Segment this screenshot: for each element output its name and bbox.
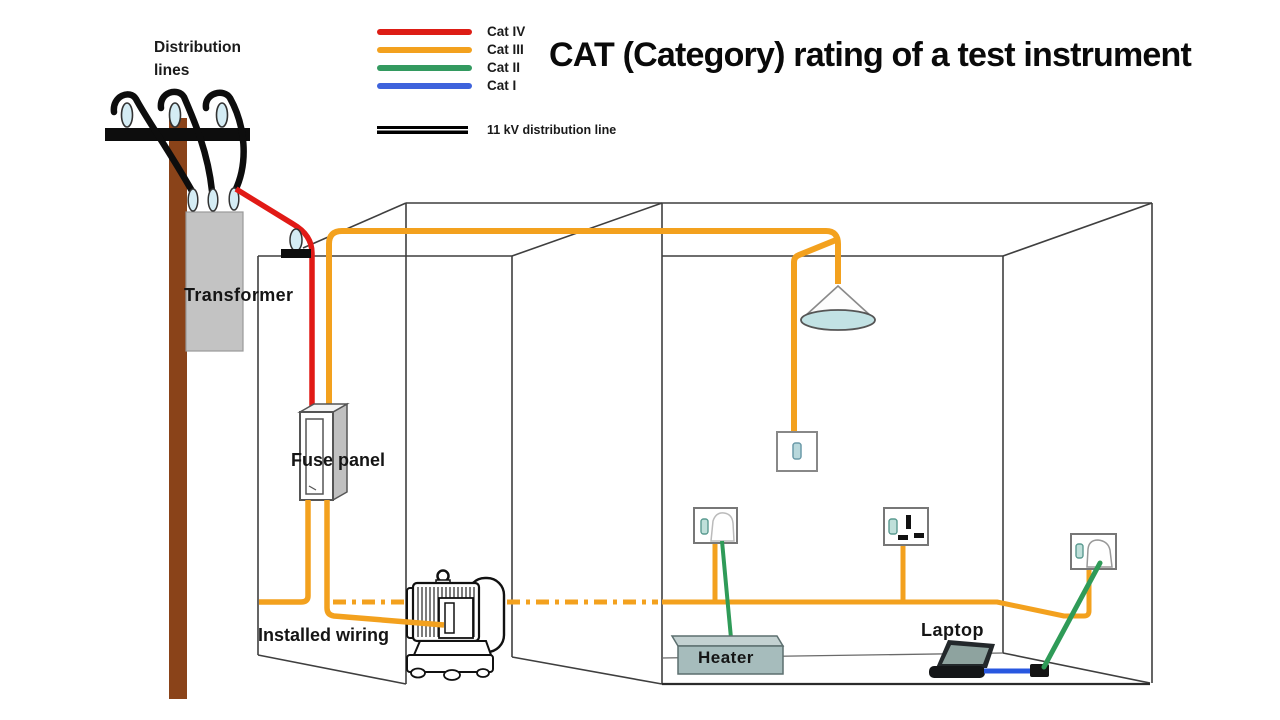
- cat4-line-swatch: [377, 29, 472, 35]
- distribution-wire-2: [157, 88, 216, 195]
- fuse-panel-door: [305, 418, 324, 495]
- cat3-line-swatch: [377, 47, 472, 53]
- motor-terminal-opening: [438, 597, 474, 639]
- cat4-service-drop-wire: [234, 186, 315, 412]
- insulator-icon: [228, 187, 240, 211]
- socket-switch-slot: [888, 518, 898, 535]
- fuse-panel-label: Fuse panel: [291, 450, 386, 470]
- insulator-icon: [120, 102, 134, 128]
- installed-wiring-label: Installed wiring: [258, 625, 390, 645]
- service-bracket: [281, 249, 311, 258]
- cat3-motor-feed-wire: [324, 500, 445, 628]
- service-insulator-icon: [289, 228, 303, 252]
- distribution-line-swatch: [377, 126, 468, 134]
- motor-foot-3: [476, 668, 490, 678]
- cat1-line-swatch: [377, 83, 472, 89]
- legend-row-cat4: Cat IV: [377, 23, 525, 41]
- light-switch-rocker: [792, 442, 802, 460]
- legend-label: Cat III: [487, 42, 524, 57]
- floor-diagonal-right: [1002, 652, 1151, 684]
- insulator-icon: [215, 102, 229, 128]
- pole: [169, 118, 187, 699]
- legend: Cat IV Cat III Cat II Cat I: [377, 23, 525, 95]
- legend-row-cat3: Cat III: [377, 41, 525, 59]
- legend-label: Cat I: [487, 78, 517, 93]
- distribution-lines-label: Distribution lines: [154, 39, 241, 79]
- laptop-base: [929, 666, 985, 678]
- heater-group: [670, 635, 785, 675]
- cat2-heater-cord: [720, 540, 733, 639]
- legend-row-cat1: Cat I: [377, 77, 525, 95]
- distribution-wires: [110, 88, 247, 195]
- transformer-insulators: [187, 187, 240, 212]
- floor-diagonal-left: [257, 654, 407, 685]
- socket-live-pin: [898, 535, 908, 540]
- laptop-screen-panel: [942, 645, 989, 664]
- heater-top-face: [670, 635, 785, 647]
- legend-label: Cat II: [487, 60, 521, 75]
- cat3-switch-branch-wire: [791, 237, 838, 432]
- page-title: CAT (Category) rating of a test instrume…: [549, 36, 1192, 74]
- light-switch-group: [776, 431, 818, 472]
- outlet-slot: [1075, 543, 1084, 559]
- motor-foot-1: [410, 667, 426, 679]
- building-outline: [257, 202, 1153, 686]
- uk-socket-group: [883, 507, 929, 546]
- legend-row-distribution-line: 11 kV distribution line: [377, 121, 616, 139]
- heater-front-face: [677, 645, 784, 675]
- socket-earth-pin: [906, 515, 911, 529]
- laptop-label: Laptop: [921, 620, 984, 640]
- outlet-heater-group: [693, 507, 738, 639]
- legend-label: Cat IV: [487, 24, 526, 39]
- laptop-group: [929, 560, 1103, 678]
- insulator-icon: [168, 102, 182, 128]
- socket-neutral-pin: [914, 533, 924, 538]
- cat3-wall-stub-wire: [259, 500, 311, 605]
- distribution-wire-3: [202, 89, 247, 195]
- transformer-box: [185, 211, 244, 352]
- fuse-panel-door-tick: [308, 485, 317, 491]
- outlet-laptop-group: [1070, 533, 1117, 570]
- motor-terminal-bar: [444, 602, 455, 634]
- crossarm: [105, 128, 250, 141]
- transformer-label: Transformer: [184, 285, 294, 305]
- heater-label: Heater: [698, 648, 754, 667]
- ceiling-lamp-group: [800, 284, 876, 331]
- insulator-icon: [207, 188, 219, 212]
- motor-foot-2: [443, 669, 461, 681]
- roof-diagonal-left: [302, 202, 407, 249]
- distribution-wire-1: [110, 91, 196, 195]
- cat2-line-swatch: [377, 65, 472, 71]
- legend-row-cat2: Cat II: [377, 59, 525, 77]
- roof-diagonal-right: [1002, 202, 1153, 257]
- installed-wiring-group: [259, 500, 1092, 619]
- outlet-slot: [700, 518, 709, 535]
- plug-icon: [710, 512, 735, 542]
- crossarm-insulators: [120, 102, 229, 128]
- cat3-ceiling-feed-wire: [326, 228, 841, 412]
- motor-platform: [412, 640, 493, 656]
- utility-pole-group: [105, 88, 250, 699]
- fuse-panel-group: [297, 402, 350, 502]
- legend-label: 11 kV distribution line: [487, 123, 617, 137]
- plug-icon: [1086, 539, 1113, 568]
- lamp-shade: [800, 309, 876, 331]
- insulator-icon: [187, 188, 199, 212]
- floor-diagonal-mid: [511, 656, 663, 685]
- cat2-laptop-cord: [1041, 560, 1103, 670]
